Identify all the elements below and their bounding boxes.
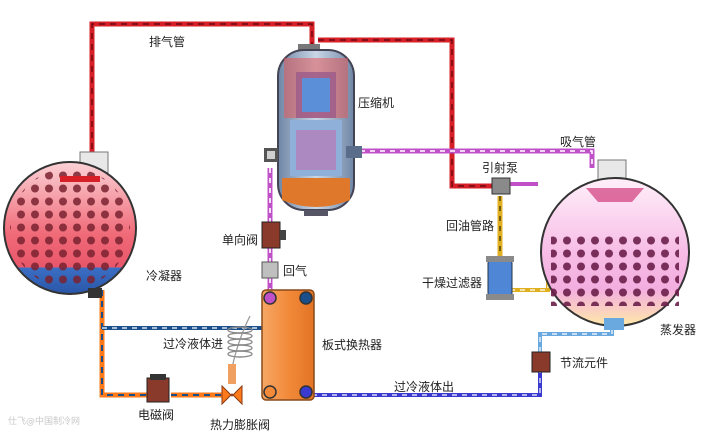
throttle-label: 节流元件 (560, 356, 609, 370)
compressor (264, 44, 362, 216)
subcooled-in-label: 过冷液体进 (163, 337, 224, 351)
solenoid-valve (146, 374, 170, 403)
check-valve (261, 221, 286, 249)
compressor-label: 压缩机 (358, 96, 395, 110)
oil-return-label: 回油管路 (446, 219, 495, 233)
condenser-label: 冷凝器 (146, 269, 183, 283)
subcooled-out-label: 过冷液体出 (394, 380, 455, 394)
ejector-pump-label: 引射泵 (482, 161, 519, 175)
dryer-filter (486, 256, 514, 300)
discharge-line (89, 21, 496, 189)
ejector-pump (491, 177, 511, 195)
return-gas-fitting (261, 261, 279, 279)
txv-capillary-coil (227, 326, 253, 358)
plate-hx-label: 板式换热器 (322, 338, 383, 352)
solenoid-valve-label: 电磁阀 (138, 408, 175, 422)
return-gas-label: 回气 (283, 264, 308, 278)
liquid-line (99, 290, 614, 398)
txv-label: 热力膨胀阀 (210, 418, 271, 432)
discharge-pipe-label: 排气管 (149, 35, 186, 49)
plate-heat-exchanger (261, 289, 315, 401)
suction-pipe-label: 吸气管 (560, 135, 597, 149)
watermark: 仕飞@中国制冷网 (8, 417, 81, 427)
condenser (3, 151, 137, 298)
throttle-element (531, 351, 551, 373)
evaporator (540, 159, 690, 330)
dryer-filter-label: 干燥过滤器 (422, 276, 483, 290)
evaporator-label: 蒸发器 (660, 323, 697, 337)
check-valve-label: 单向阀 (222, 233, 259, 247)
txv-valve (221, 364, 243, 406)
